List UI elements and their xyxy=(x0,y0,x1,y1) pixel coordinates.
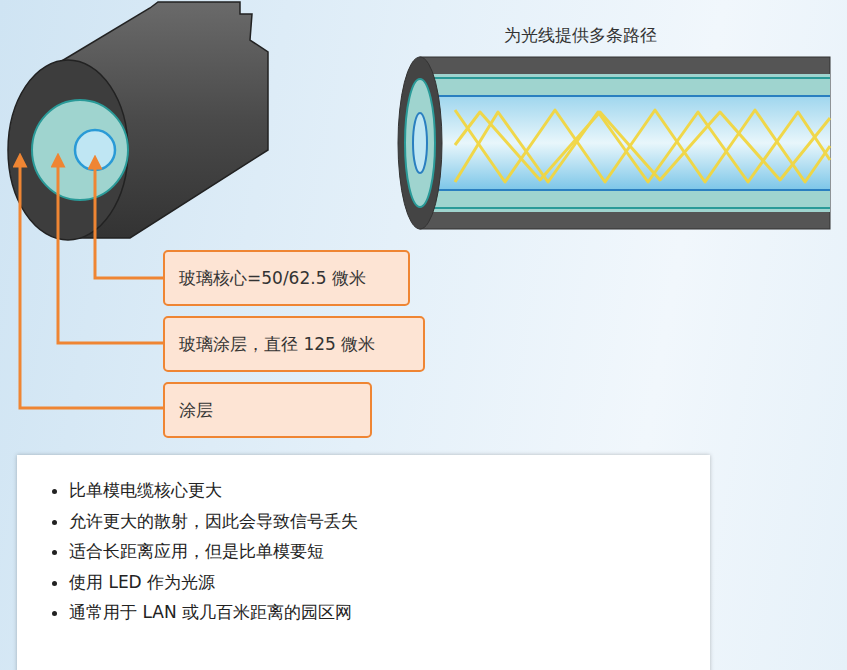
callout-box: 玻璃涂层，直径 125 微米 xyxy=(163,316,425,372)
bullet-item: 允许更大的散射，因此会导致信号丢失 xyxy=(69,506,690,537)
callout-text: 玻璃核心=50/62.5 微米 xyxy=(179,267,366,290)
bullet-item: 比单模电缆核心更大 xyxy=(69,475,690,506)
bullet-item: 通常用于 LAN 或几百米距离的园区网 xyxy=(69,597,690,628)
callout-text: 玻璃涂层，直径 125 微米 xyxy=(179,333,375,356)
figure-heading: 为光线提供多条路径 xyxy=(504,24,657,47)
callout-box: 玻璃核心=50/62.5 微米 xyxy=(163,250,410,306)
fiber-cross-section xyxy=(8,2,268,240)
bullet-item: 使用 LED 作为光源 xyxy=(69,567,690,598)
callout-text: 涂层 xyxy=(179,399,213,422)
fiber-longitudinal xyxy=(398,57,830,229)
callout-box: 涂层 xyxy=(163,382,372,438)
bullet-panel: 比单模电缆核心更大允许更大的散射，因此会导致信号丢失适合长距离应用，但是比单模要… xyxy=(17,455,710,670)
leader-lines xyxy=(20,160,163,408)
bullet-list: 比单模电缆核心更大允许更大的散射，因此会导致信号丢失适合长距离应用，但是比单模要… xyxy=(47,475,690,628)
bullet-item: 适合长距离应用，但是比单模要短 xyxy=(69,536,690,567)
